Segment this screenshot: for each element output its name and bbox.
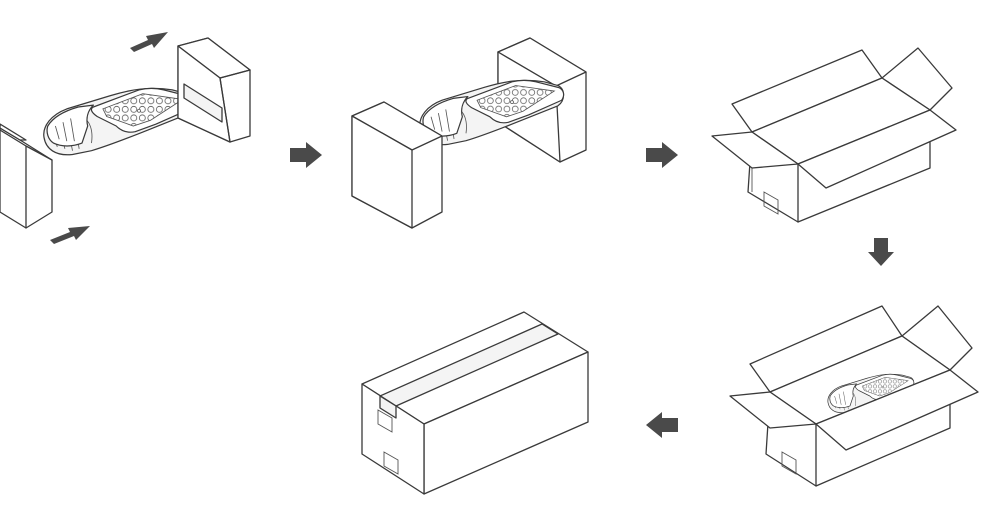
carton-tape-side <box>379 395 397 419</box>
thick-left-arrow-icon <box>646 412 678 438</box>
carton-side <box>361 383 425 495</box>
step-5-sealed-carton <box>361 311 589 495</box>
carton-flap-front <box>815 369 979 451</box>
step-3-open-carton <box>711 47 957 223</box>
step-4-fixture-in-carton <box>729 305 979 487</box>
carton-label <box>763 191 779 215</box>
slanted-arrow-icon <box>130 32 168 52</box>
carton-label <box>377 409 393 433</box>
carton-label <box>781 451 797 475</box>
end-cap-left <box>351 101 443 229</box>
end-cap-right <box>177 37 251 143</box>
thick-right-arrow-icon <box>290 142 322 168</box>
slanted-arrow-icon <box>50 226 90 244</box>
carton-flap-front <box>797 109 957 189</box>
light-fixture <box>43 87 193 156</box>
thick-right-arrow-icon <box>646 142 678 168</box>
step-1-fixture-and-end-caps <box>0 32 251 244</box>
end-cap-left <box>0 123 53 229</box>
thick-down-arrow-icon <box>868 238 894 266</box>
carton-label <box>383 451 399 475</box>
step-2-fixture-in-end-caps <box>351 37 587 229</box>
